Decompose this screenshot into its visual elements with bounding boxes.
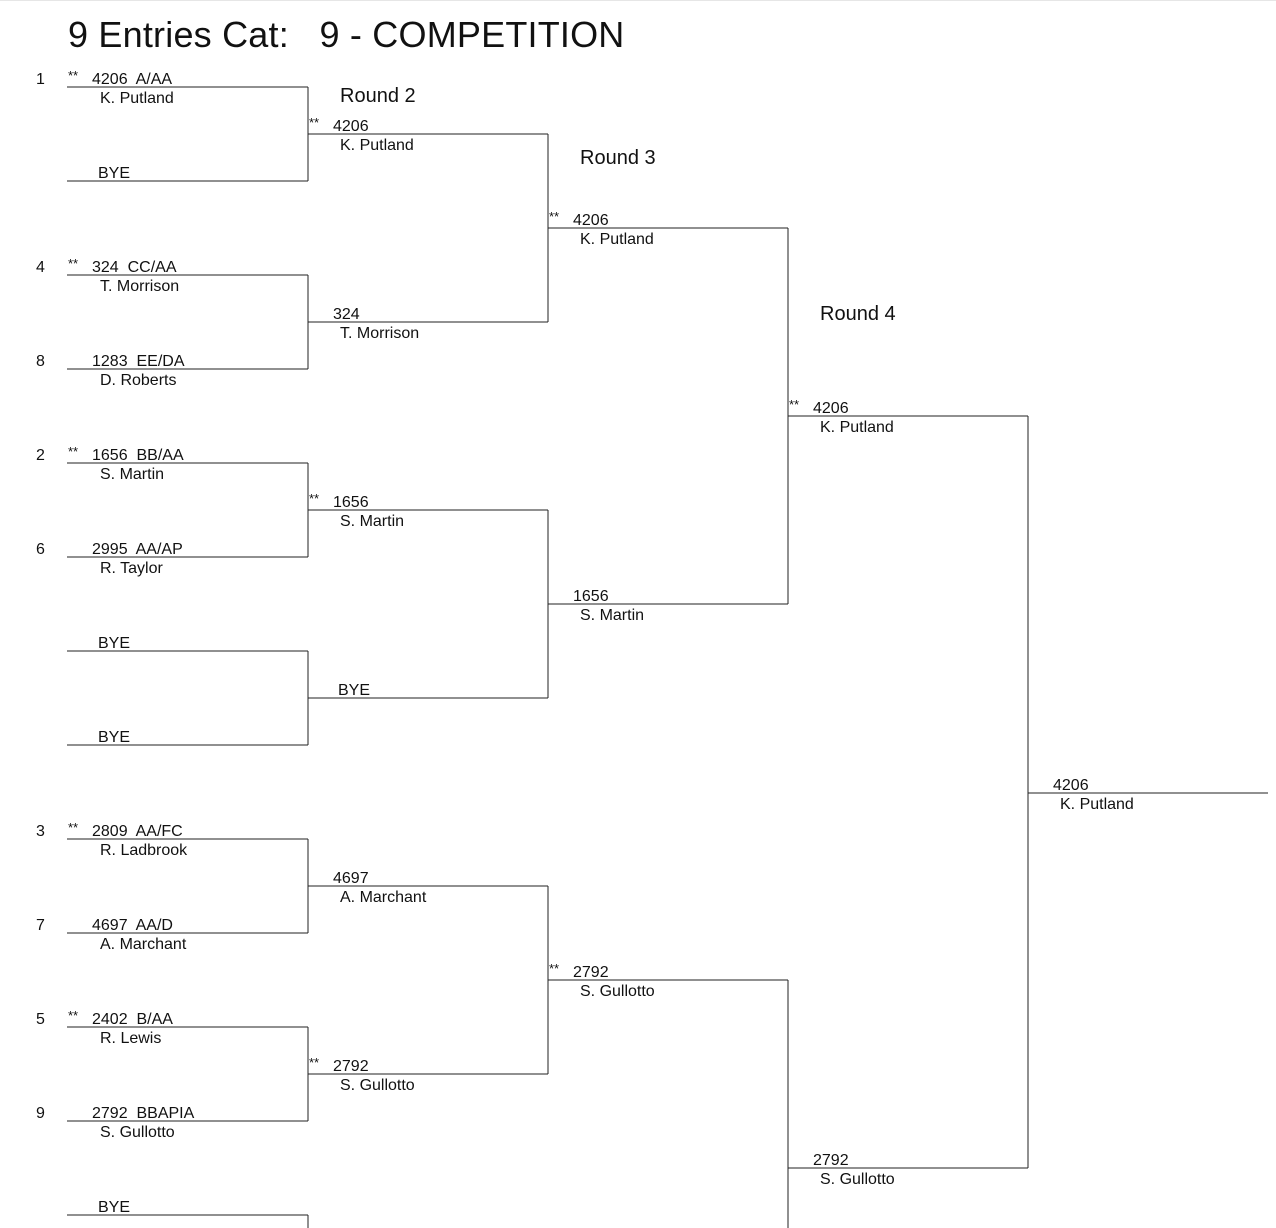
round-4-slot-2-player-name: S. Gullotto [820, 1171, 895, 1188]
round-1-slot-10-entry-id: 4697 AA/D [92, 917, 173, 934]
round-1-slot-11-seeded-marker: ** [68, 1008, 78, 1023]
round-2-slot-3-player-name: S. Martin [340, 513, 404, 530]
round-2-slot-3-seeded-marker: ** [309, 491, 319, 506]
round-1-slot-8-bye: BYE [98, 729, 130, 746]
round-4-slot-1-entry-id: 4206 [813, 400, 849, 417]
round-1-slot-3-player-name: T. Morrison [100, 278, 179, 295]
round-1-slot-6-seed-number: 6 [36, 541, 45, 558]
round-1-slot-4-entry-id: 1283 EE/DA [92, 353, 185, 370]
round-1-slot-1-seed-number: 1 [36, 71, 45, 88]
round-1-slot-1-player-name: K. Putland [100, 90, 174, 107]
round-2-slot-3-entry-id: 1656 [333, 494, 369, 511]
round-4-heading: Round 4 [820, 303, 896, 325]
round-1-slot-4-seed-number: 8 [36, 353, 45, 370]
round-1-slot-10-player-name: A. Marchant [100, 936, 187, 953]
round-2-slot-2-entry-id: 324 [333, 306, 360, 323]
round-2-slot-1-entry-id: 4206 [333, 118, 369, 135]
round-1-slot-5-player-name: S. Martin [100, 466, 164, 483]
round-3-slot-2-player-name: S. Martin [580, 607, 644, 624]
round-2-slot-6-player-name: S. Gullotto [340, 1077, 415, 1094]
round-4-slot-2-entry-id: 2792 [813, 1152, 849, 1169]
round-1-slot-4-player-name: D. Roberts [100, 372, 176, 389]
round-2-slot-6-entry-id: 2792 [333, 1058, 369, 1075]
round-1-slot-3-entry-id: 324 CC/AA [92, 259, 177, 276]
round-1-slot-10-seed-number: 7 [36, 917, 45, 934]
round-2-slot-5-entry-id: 4697 [333, 870, 369, 887]
round-4-slot-1-seeded-marker: ** [789, 397, 799, 412]
round-1-slot-1-seeded-marker: ** [68, 68, 78, 83]
round-1-slot-9-seed-number: 3 [36, 823, 45, 840]
round-1-slot-5-seed-number: 2 [36, 447, 45, 464]
round-2-slot-2-player-name: T. Morrison [340, 325, 419, 342]
round-1-slot-12-player-name: S. Gullotto [100, 1124, 175, 1141]
round-1-slot-11-entry-id: 2402 B/AA [92, 1011, 173, 1028]
round-3-heading: Round 3 [580, 147, 656, 169]
page-top-border [0, 0, 1276, 1]
round-1-slot-6-entry-id: 2995 AA/AP [92, 541, 183, 558]
round-3-slot-3-seeded-marker: ** [549, 961, 559, 976]
round-1-slot-9-entry-id: 2809 AA/FC [92, 823, 183, 840]
round-5-slot-1-player-name: K. Putland [1060, 796, 1134, 813]
round-1-slot-9-player-name: R. Ladbrook [100, 842, 188, 859]
round-1-slot-7-bye: BYE [98, 635, 130, 652]
round-2-slot-1-seeded-marker: ** [309, 115, 319, 130]
round-3-slot-3-entry-id: 2792 [573, 964, 609, 981]
round-3-slot-1-player-name: K. Putland [580, 231, 654, 248]
round-1-slot-9-seeded-marker: ** [68, 820, 78, 835]
round-1-slot-6-player-name: R. Taylor [100, 560, 164, 577]
round-1-slot-5-entry-id: 1656 BB/AA [92, 447, 184, 464]
round-1-slot-1-entry-id: 4206 A/AA [92, 71, 172, 88]
round-1-slot-5-seeded-marker: ** [68, 444, 78, 459]
page-title: 9 Entries Cat: 9 - COMPETITION [68, 14, 625, 55]
round-4-slot-1-player-name: K. Putland [820, 419, 894, 436]
round-2-slot-6-seeded-marker: ** [309, 1055, 319, 1070]
round-1-slot-11-player-name: R. Lewis [100, 1030, 161, 1047]
round-1-slot-13-bye: BYE [98, 1199, 130, 1216]
round-3-slot-1-entry-id: 4206 [573, 212, 609, 229]
round-3-slot-3-player-name: S. Gullotto [580, 983, 655, 1000]
round-1-slot-3-seeded-marker: ** [68, 256, 78, 271]
round-1-slot-2-bye: BYE [98, 165, 130, 182]
round-2-slot-4-bye: BYE [338, 682, 370, 699]
round-2-heading: Round 2 [340, 85, 416, 107]
round-1-slot-11-seed-number: 5 [36, 1011, 45, 1028]
round-3-slot-2-entry-id: 1656 [573, 588, 609, 605]
round-1-slot-12-entry-id: 2792 BBAPIA [92, 1105, 195, 1122]
round-1-slot-3-seed-number: 4 [36, 259, 45, 276]
round-5-slot-1-entry-id: 4206 [1053, 777, 1089, 794]
round-2-slot-5-player-name: A. Marchant [340, 889, 427, 906]
round-2-slot-1-player-name: K. Putland [340, 137, 414, 154]
round-3-slot-1-seeded-marker: ** [549, 209, 559, 224]
round-1-slot-12-seed-number: 9 [36, 1105, 45, 1122]
